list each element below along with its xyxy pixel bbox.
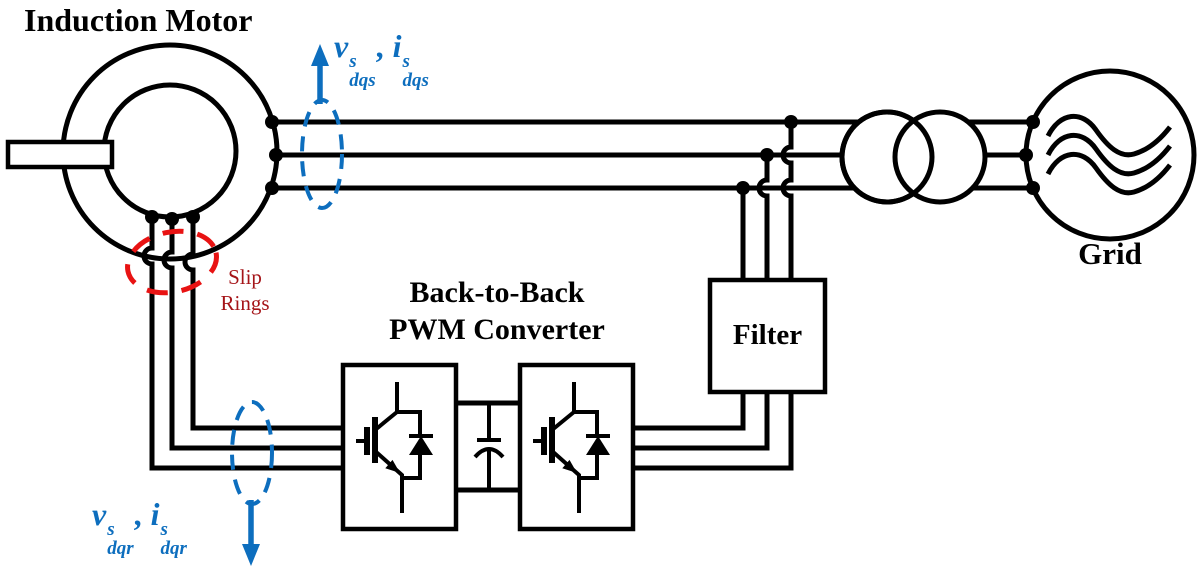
filter-label: Filter xyxy=(732,319,803,351)
stator-var-v: v xyxy=(334,28,349,64)
converter-title-line2: PWM Converter xyxy=(389,313,605,346)
induction-motor-symbol xyxy=(5,42,280,262)
slip-rings-ellipse xyxy=(125,228,219,296)
rotor-measurement-ellipse xyxy=(230,400,274,506)
connection-dots xyxy=(145,115,1040,226)
connection-dot xyxy=(145,210,159,224)
stator-var-i: i xyxy=(392,28,402,64)
grid-side-converter-box xyxy=(517,362,636,532)
rotor-three-phase-lines xyxy=(141,217,343,471)
rotor-line-3 xyxy=(141,217,343,471)
connection-dot xyxy=(1026,181,1040,195)
connection-dot xyxy=(269,148,283,162)
converter-title: Back-to-Back PWM Converter xyxy=(342,274,652,348)
connection-dot xyxy=(265,115,279,129)
rotor-side-converter-box xyxy=(340,362,459,532)
motor-shaft xyxy=(5,139,115,170)
motor-rotor-circle xyxy=(101,82,239,220)
back-to-back-converter xyxy=(340,362,636,532)
rotor-var-v: v xyxy=(92,496,107,532)
transformer-secondary-circle xyxy=(892,109,988,205)
induction-motor-title: Induction Motor xyxy=(24,2,253,38)
superscript: s xyxy=(160,518,168,540)
filter-bus-taps xyxy=(740,122,794,280)
grid-circle xyxy=(1023,68,1197,242)
dc-link-capacitor-icon xyxy=(473,403,505,490)
rotor-line-2 xyxy=(161,219,343,451)
slip-rings-label: Slip Rings xyxy=(203,264,287,316)
superscript: s xyxy=(107,518,115,540)
tap-line-2 xyxy=(756,155,770,280)
grid-label: Grid xyxy=(1078,236,1142,271)
connection-dot xyxy=(265,181,279,195)
arrow-down-head-icon xyxy=(242,544,260,566)
grid-symbol xyxy=(1023,68,1197,242)
slip-rings-label-line2: Rings xyxy=(220,291,270,315)
connection-dot xyxy=(1026,115,1040,129)
subscript: dqr xyxy=(107,537,134,559)
separator: , xyxy=(133,496,142,532)
connection-dot xyxy=(736,181,750,195)
transformer-primary-outline xyxy=(839,109,935,205)
connection-dot xyxy=(760,148,774,162)
tap-line-3 xyxy=(780,122,794,280)
converter-filter-line-2 xyxy=(635,392,770,451)
superscript: s xyxy=(349,50,357,72)
arrow-up-head-icon xyxy=(311,44,329,66)
converter-title-line1: Back-to-Back xyxy=(409,276,585,309)
connection-dot xyxy=(186,210,200,224)
separator: , xyxy=(375,28,384,64)
rotor-line-1 xyxy=(182,217,343,431)
subscript: dqs xyxy=(349,69,376,91)
connection-dot xyxy=(784,115,798,129)
rotor-measurement-annotation xyxy=(230,400,274,566)
slip-rings-label-line1: Slip xyxy=(228,265,262,289)
converter-filter-line-1 xyxy=(635,392,746,431)
connection-dot xyxy=(165,212,179,226)
grid-waves-icon xyxy=(1045,113,1172,196)
converter-to-filter-lines xyxy=(635,392,794,471)
filter-box xyxy=(707,277,828,395)
connection-dot xyxy=(1019,148,1033,162)
dc-link xyxy=(456,400,520,493)
transformer-icon xyxy=(839,109,988,205)
subscript: dqs xyxy=(402,69,429,91)
superscript: s xyxy=(402,50,410,72)
stator-measurement-annotation xyxy=(300,44,344,210)
subscript: dqr xyxy=(160,537,187,559)
rotor-var-i: i xyxy=(150,496,160,532)
converter-filter-line-3 xyxy=(635,392,794,471)
